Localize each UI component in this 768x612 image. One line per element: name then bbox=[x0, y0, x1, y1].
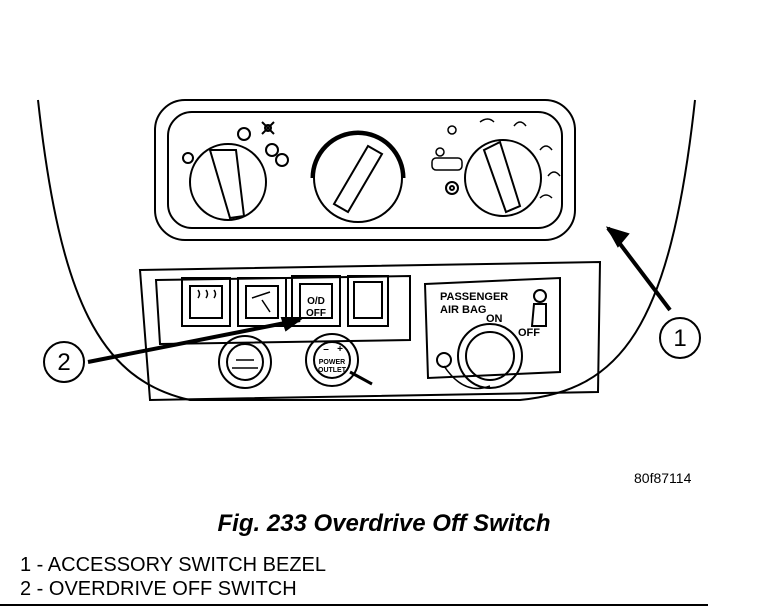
accessory-switch-bezel bbox=[138, 260, 602, 402]
callout-2-leader bbox=[87, 318, 301, 364]
airbag-on-label: ON bbox=[486, 313, 503, 325]
rear-defrost-switch bbox=[181, 277, 231, 327]
figure-code: 80f87114 bbox=[634, 470, 692, 486]
mode-knob-handle bbox=[482, 140, 522, 214]
callout-1-arrowhead bbox=[605, 226, 630, 248]
mode-icons bbox=[431, 118, 561, 199]
dashboard-diagram: O/D OFF PASSENGER AIR BAG ON OFF POWER O… bbox=[37, 99, 701, 402]
fan-knob bbox=[189, 143, 267, 221]
outlet-plus: + bbox=[337, 344, 343, 355]
divider bbox=[0, 604, 708, 606]
airbag-icon bbox=[530, 289, 547, 327]
airbag-label-line2: AIR BAG bbox=[440, 304, 486, 316]
callout-1-circle bbox=[659, 317, 701, 359]
outlet-label-line1: POWER bbox=[319, 359, 345, 366]
airbag-label-line1: PASSENGER bbox=[440, 291, 508, 303]
od-label-line2: OFF bbox=[306, 308, 326, 319]
hvac-panel-outer bbox=[154, 99, 576, 241]
outlet-minus: – bbox=[323, 344, 329, 355]
temp-knob-handle bbox=[332, 144, 384, 214]
legend: 1 - ACCESSORY SWITCH BEZEL 2 - OVERDRIVE… bbox=[20, 553, 326, 601]
fan-icon bbox=[261, 121, 275, 135]
temp-knob bbox=[313, 133, 403, 223]
hvac-panel-inner bbox=[167, 111, 563, 229]
cigar-lighter bbox=[218, 335, 272, 389]
blank-switch bbox=[347, 275, 389, 327]
legend-item-2: 2 - OVERDRIVE OFF SWITCH bbox=[20, 578, 297, 600]
figure-caption: Fig. 233 Overdrive Off Switch bbox=[217, 510, 551, 537]
callout-1-label: 1 bbox=[673, 325, 686, 352]
fan-knob-handle bbox=[208, 149, 246, 220]
dash-outline bbox=[37, 99, 696, 401]
callout-2-arrowhead bbox=[280, 317, 305, 332]
airbag-panel bbox=[423, 276, 561, 380]
od-label-line1: O/D bbox=[307, 296, 325, 307]
power-outlet bbox=[305, 333, 359, 387]
callout-2-circle bbox=[43, 341, 85, 383]
airbag-off-label: OFF bbox=[518, 327, 540, 339]
callout-2-label: 2 bbox=[57, 349, 70, 376]
mode-knob bbox=[464, 139, 542, 217]
airbag-key-switch bbox=[457, 323, 523, 389]
legend-item-1: 1 - ACCESSORY SWITCH BEZEL bbox=[20, 554, 327, 576]
outlet-label-line2: OUTLET bbox=[318, 367, 347, 374]
od-off-switch bbox=[291, 275, 341, 327]
